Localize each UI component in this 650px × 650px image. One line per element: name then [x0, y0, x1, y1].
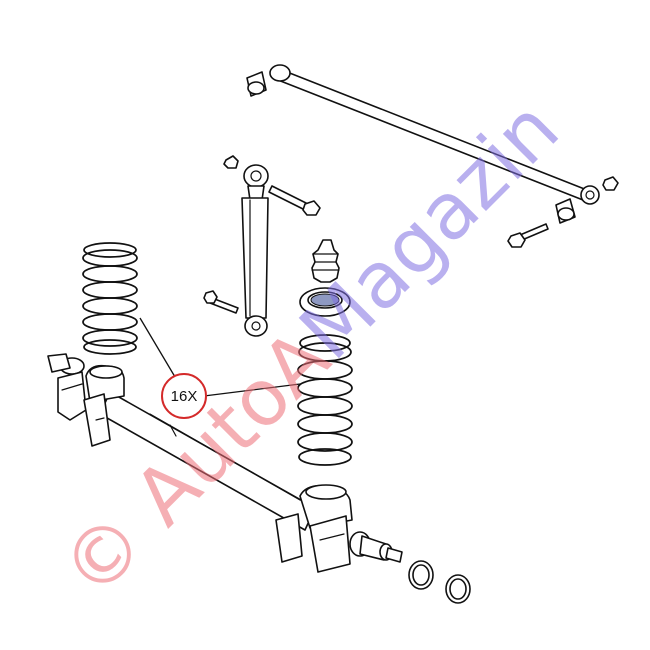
hub-washer [408, 560, 434, 590]
watermark: © AutoAMagazin [45, 84, 577, 616]
callout-label: 16X [171, 388, 198, 405]
shock-top-bolt [268, 185, 321, 216]
rod-bushing-right [555, 198, 576, 224]
callout-circle [161, 373, 207, 419]
hub-circlip [445, 574, 471, 604]
svg-text:© AutoAMagazin: © AutoAMagazin [45, 84, 577, 616]
rod-nut-right [602, 176, 619, 191]
shock-top-nut [223, 155, 239, 169]
coil-spring-right [297, 334, 353, 466]
spring-seat [299, 287, 351, 317]
bump-stop [311, 239, 340, 283]
coil-spring-left [82, 242, 138, 355]
track-rod [269, 64, 600, 205]
shock-bottom-bolt [203, 290, 239, 314]
shock-absorber [241, 164, 269, 337]
callout-leader-right [203, 383, 301, 397]
rod-bushing-left [246, 71, 267, 97]
rear-axle-beam [47, 353, 403, 573]
callout-leader-left [139, 317, 179, 383]
watermark-part-1: © AutoA [45, 313, 347, 615]
part-number-callout: 16X [161, 373, 207, 419]
rod-bolt-lower [507, 223, 549, 248]
